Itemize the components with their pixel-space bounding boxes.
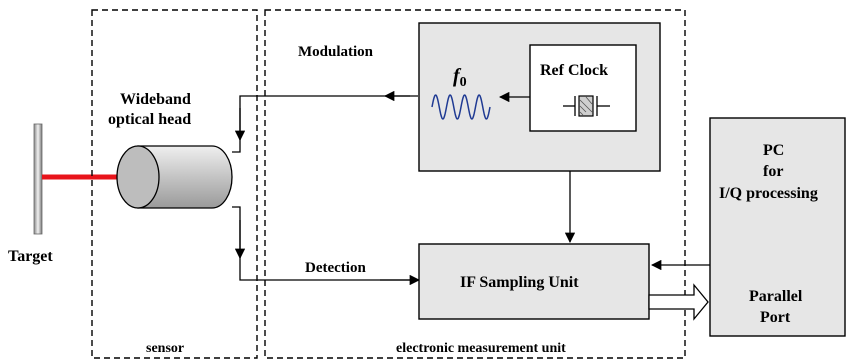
crystal-oscillator-icon — [563, 95, 610, 117]
electronic-unit-label: electronic measurement unit — [396, 341, 566, 356]
data-transfer-arrow — [648, 283, 709, 321]
ref-clock-label: Ref Clock — [540, 62, 608, 79]
target-plate — [33, 123, 43, 235]
sensor-boundary — [91, 9, 258, 359]
optical-head-label-line2: optical head — [108, 111, 191, 128]
electronic-unit-boundary — [264, 9, 686, 359]
f0-label: f0 — [453, 65, 467, 90]
pc-label-line3: I/Q processing — [719, 185, 818, 202]
optical-head-cylinder — [116, 145, 233, 209]
pc-block — [709, 117, 846, 337]
if-sampling-block — [418, 243, 650, 320]
parallel-port-label-line2: Port — [760, 309, 791, 326]
sensor-label: sensor — [146, 341, 184, 356]
pc-label-line1: PC — [763, 142, 784, 159]
parallel-port-label-line1: Parallel — [749, 288, 803, 305]
modulation-input-line — [232, 95, 410, 153]
pc-label-line2: for — [763, 163, 783, 180]
ref-clock-block — [529, 44, 637, 132]
modulation-label: Modulation — [298, 44, 374, 60]
optical-head-label-line1: Wideband — [120, 91, 191, 108]
detection-label: Detection — [305, 260, 366, 276]
if-sampling-label: IF Sampling Unit — [460, 274, 579, 291]
target-label: Target — [8, 248, 53, 265]
sine-wave — [431, 94, 491, 120]
